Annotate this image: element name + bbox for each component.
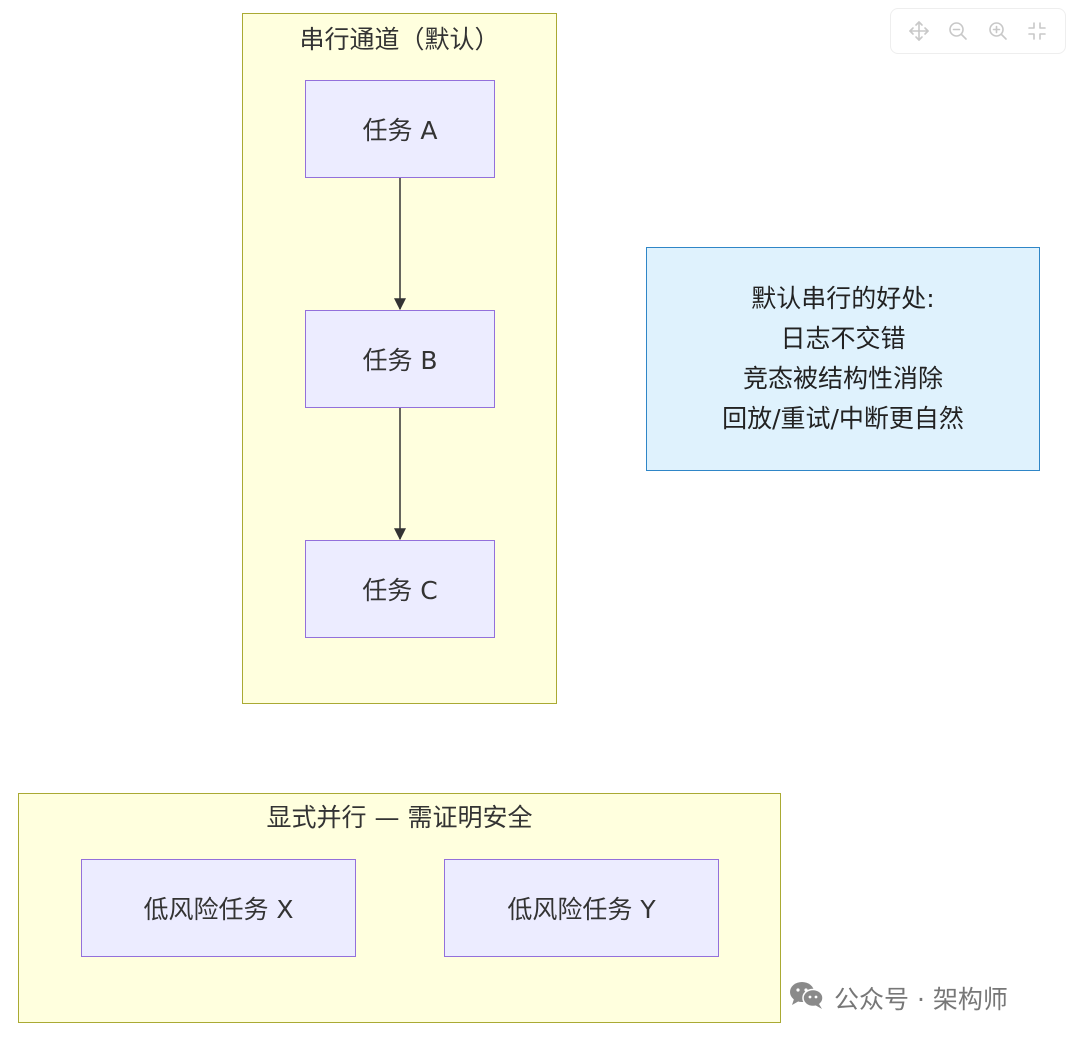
parallel-lane-title: 显式并行 — 需证明安全: [266, 803, 533, 832]
task-b-node[interactable]: 任务 B: [305, 310, 495, 408]
note-line-4: 回放/重试/中断更自然: [722, 404, 964, 433]
watermark-text: 公众号 · 架构师: [834, 985, 1008, 1014]
note-line-1: 默认串行的好处:: [751, 284, 935, 313]
zoom-in-icon[interactable]: [983, 16, 1013, 46]
diagram-toolbar: [890, 8, 1066, 54]
benefits-note: 默认串行的好处: 日志不交错 竞态被结构性消除 回放/重试/中断更自然: [646, 247, 1040, 471]
task-y-node[interactable]: 低风险任务 Y: [444, 859, 719, 957]
note-line-2: 日志不交错: [780, 324, 906, 353]
task-b-label: 任务 B: [362, 346, 438, 375]
watermark: 公众号 · 架构师: [788, 980, 1008, 1016]
task-x-label: 低风险任务 X: [143, 895, 294, 924]
task-c-node[interactable]: 任务 C: [305, 540, 495, 638]
task-x-node[interactable]: 低风险任务 X: [81, 859, 356, 957]
task-y-label: 低风险任务 Y: [507, 895, 656, 924]
task-a-label: 任务 A: [362, 116, 438, 145]
zoom-out-icon[interactable]: [943, 16, 973, 46]
wechat-icon: [788, 979, 826, 1017]
move-icon[interactable]: [904, 16, 934, 46]
note-line-3: 竞态被结构性消除: [742, 364, 943, 393]
task-a-node[interactable]: 任务 A: [305, 80, 495, 178]
task-c-label: 任务 C: [362, 576, 438, 605]
fit-icon[interactable]: [1022, 16, 1052, 46]
serial-lane-title: 串行通道（默认）: [299, 25, 500, 54]
